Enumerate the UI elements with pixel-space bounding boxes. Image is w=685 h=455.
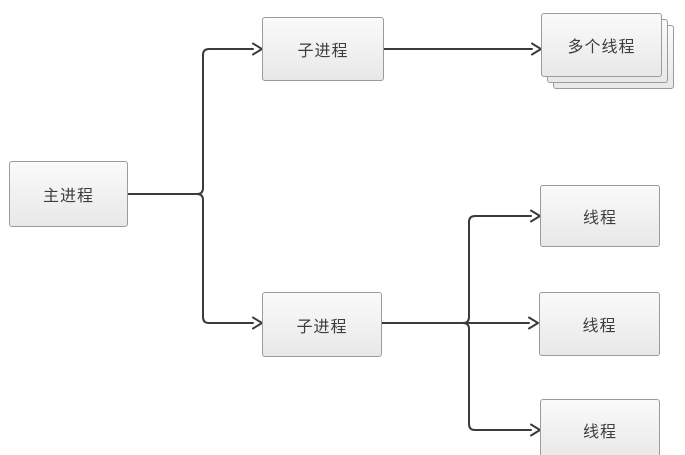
node-child-process-bottom: 子进程	[262, 292, 382, 357]
arrowhead-child-bottom	[252, 316, 263, 330]
node-thread-3-label: 线程	[582, 424, 617, 441]
node-multi-threads-stack: 多个线程	[541, 13, 674, 89]
node-thread-1-label: 线程	[582, 210, 617, 227]
connector-main-to-child-bottom	[127, 193, 254, 324]
node-thread-2-label: 线程	[582, 318, 617, 335]
connector-child-bottom-to-thread-3	[381, 322, 532, 431]
node-child-process-bottom-label: 子进程	[296, 318, 348, 336]
arrowhead-thread-3	[530, 423, 541, 437]
arrowhead-thread-1	[530, 209, 541, 223]
arrowhead-multi-threads	[531, 42, 542, 56]
connector-child-bottom-to-thread-1	[381, 215, 532, 324]
node-child-process-top-label: 子进程	[297, 43, 349, 60]
node-main-process-label: 主进程	[42, 188, 94, 205]
node-thread-2: 线程	[539, 292, 660, 356]
node-thread-1: 线程	[540, 185, 660, 247]
connector-main-to-child-top	[127, 48, 254, 195]
arrowhead-child-top	[252, 42, 263, 56]
node-main-process: 主进程	[9, 161, 128, 227]
node-child-process-top: 子进程	[262, 17, 384, 81]
arrowhead-thread-2	[528, 316, 539, 330]
node-multi-threads: 多个线程	[541, 13, 662, 77]
node-multi-threads-label: 多个线程	[567, 39, 636, 56]
node-thread-3: 线程	[540, 399, 660, 455]
